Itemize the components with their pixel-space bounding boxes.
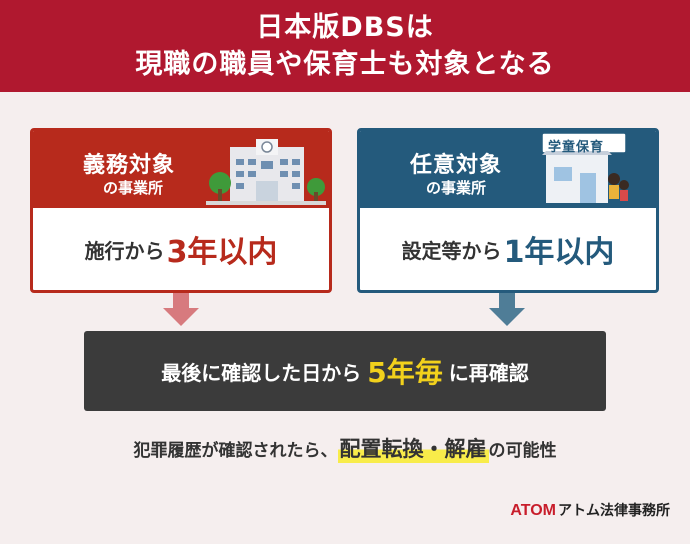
down-arrow-icon: [489, 293, 525, 326]
mandatory-facility-card: 義務対象 の事業所 施行から 3年以内: [30, 128, 332, 293]
header-title-line2: 現職の職員や保育士も対象となる: [135, 49, 555, 80]
mandatory-category-label: 義務対象: [83, 153, 176, 178]
header-title-line1: 日本版DBSは: [256, 12, 434, 43]
mandatory-category-sub: の事業所: [103, 179, 164, 197]
recheck-suffix: に再確認: [448, 360, 529, 385]
firm-logo: ATOM アトム法律事務所: [510, 500, 670, 520]
after-school-care-illustration: 学童保育: [538, 133, 630, 205]
voluntary-deadline-prefix: 設定等から: [401, 238, 502, 263]
voluntary-deadline: 設定等から 1年以内: [360, 208, 656, 290]
after-school-care-sign: 学童保育: [548, 140, 605, 155]
voluntary-card-header: 任意対象 の事業所 学童保育: [360, 131, 656, 208]
logo-brand: ATOM: [510, 502, 556, 519]
consequence-note: 犯罪履歴が確認されたら、 配置転換・解雇 の可能性: [0, 433, 690, 463]
mandatory-deadline: 施行から 3年以内: [33, 208, 329, 290]
school-building-icon: [206, 139, 326, 205]
voluntary-deadline-value: 1年以内: [503, 235, 615, 270]
down-arrow-icon: [163, 293, 199, 326]
recheck-interval: 5年毎: [367, 356, 443, 389]
note-highlight: 配置転換・解雇: [337, 433, 489, 463]
voluntary-facility-card: 任意対象 の事業所 学童保育 設定等から 1年以内: [357, 128, 659, 293]
afterschool-building-icon: [541, 133, 629, 203]
recheck-prefix: 最後に確認した日から: [161, 360, 362, 385]
voluntary-category-sub: の事業所: [426, 179, 487, 197]
voluntary-category-label: 任意対象: [410, 153, 503, 178]
mandatory-card-header: 義務対象 の事業所: [33, 131, 329, 208]
mandatory-deadline-prefix: 施行から: [84, 238, 165, 263]
header-banner: 日本版DBSは 現職の職員や保育士も対象となる: [0, 0, 690, 92]
note-prefix: 犯罪履歴が確認されたら、: [133, 441, 338, 461]
recheck-banner: 最後に確認した日から 5年毎 に再確認: [84, 331, 606, 411]
logo-firm-name: アトム法律事務所: [558, 503, 670, 519]
mandatory-deadline-value: 3年以内: [166, 235, 278, 270]
note-suffix: の可能性: [488, 441, 557, 461]
